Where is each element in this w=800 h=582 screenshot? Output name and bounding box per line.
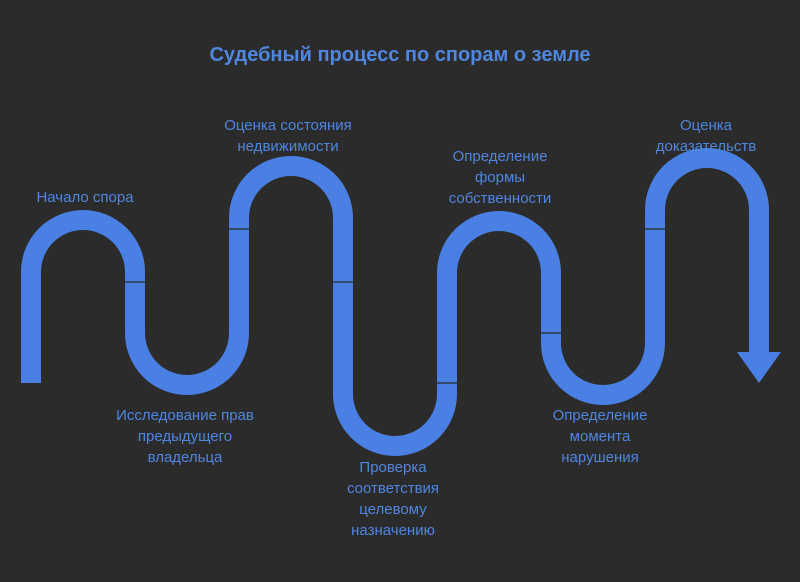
path-segment-1 xyxy=(21,210,145,383)
path-segment-2 xyxy=(125,229,249,395)
path-segment-4 xyxy=(333,282,457,456)
path-segment-5 xyxy=(437,211,561,383)
diagram-title: Судебный процесс по спорам о земле xyxy=(209,44,591,66)
segment-dividers xyxy=(125,228,665,384)
arrow-head-icon xyxy=(737,352,781,383)
step-label-property-condition: Оценка состояния недвижимости xyxy=(224,117,352,155)
step-label-start: Начало спора xyxy=(36,189,134,206)
path-segment-6 xyxy=(541,229,665,405)
path-segment-3 xyxy=(229,156,353,282)
step-label-ownership-form: Определение формы собственности xyxy=(448,148,552,207)
step-label-purpose-check: Проверка соответствия целевому назначени… xyxy=(346,459,440,539)
step-label-previous-owner: Исследование прав предыдущего владельца xyxy=(116,407,254,466)
step-label-evidence: Оценка доказательств xyxy=(655,117,757,155)
path-segment-7 xyxy=(645,148,769,352)
step-label-violation-moment: Определение момента нарушения xyxy=(552,407,648,466)
